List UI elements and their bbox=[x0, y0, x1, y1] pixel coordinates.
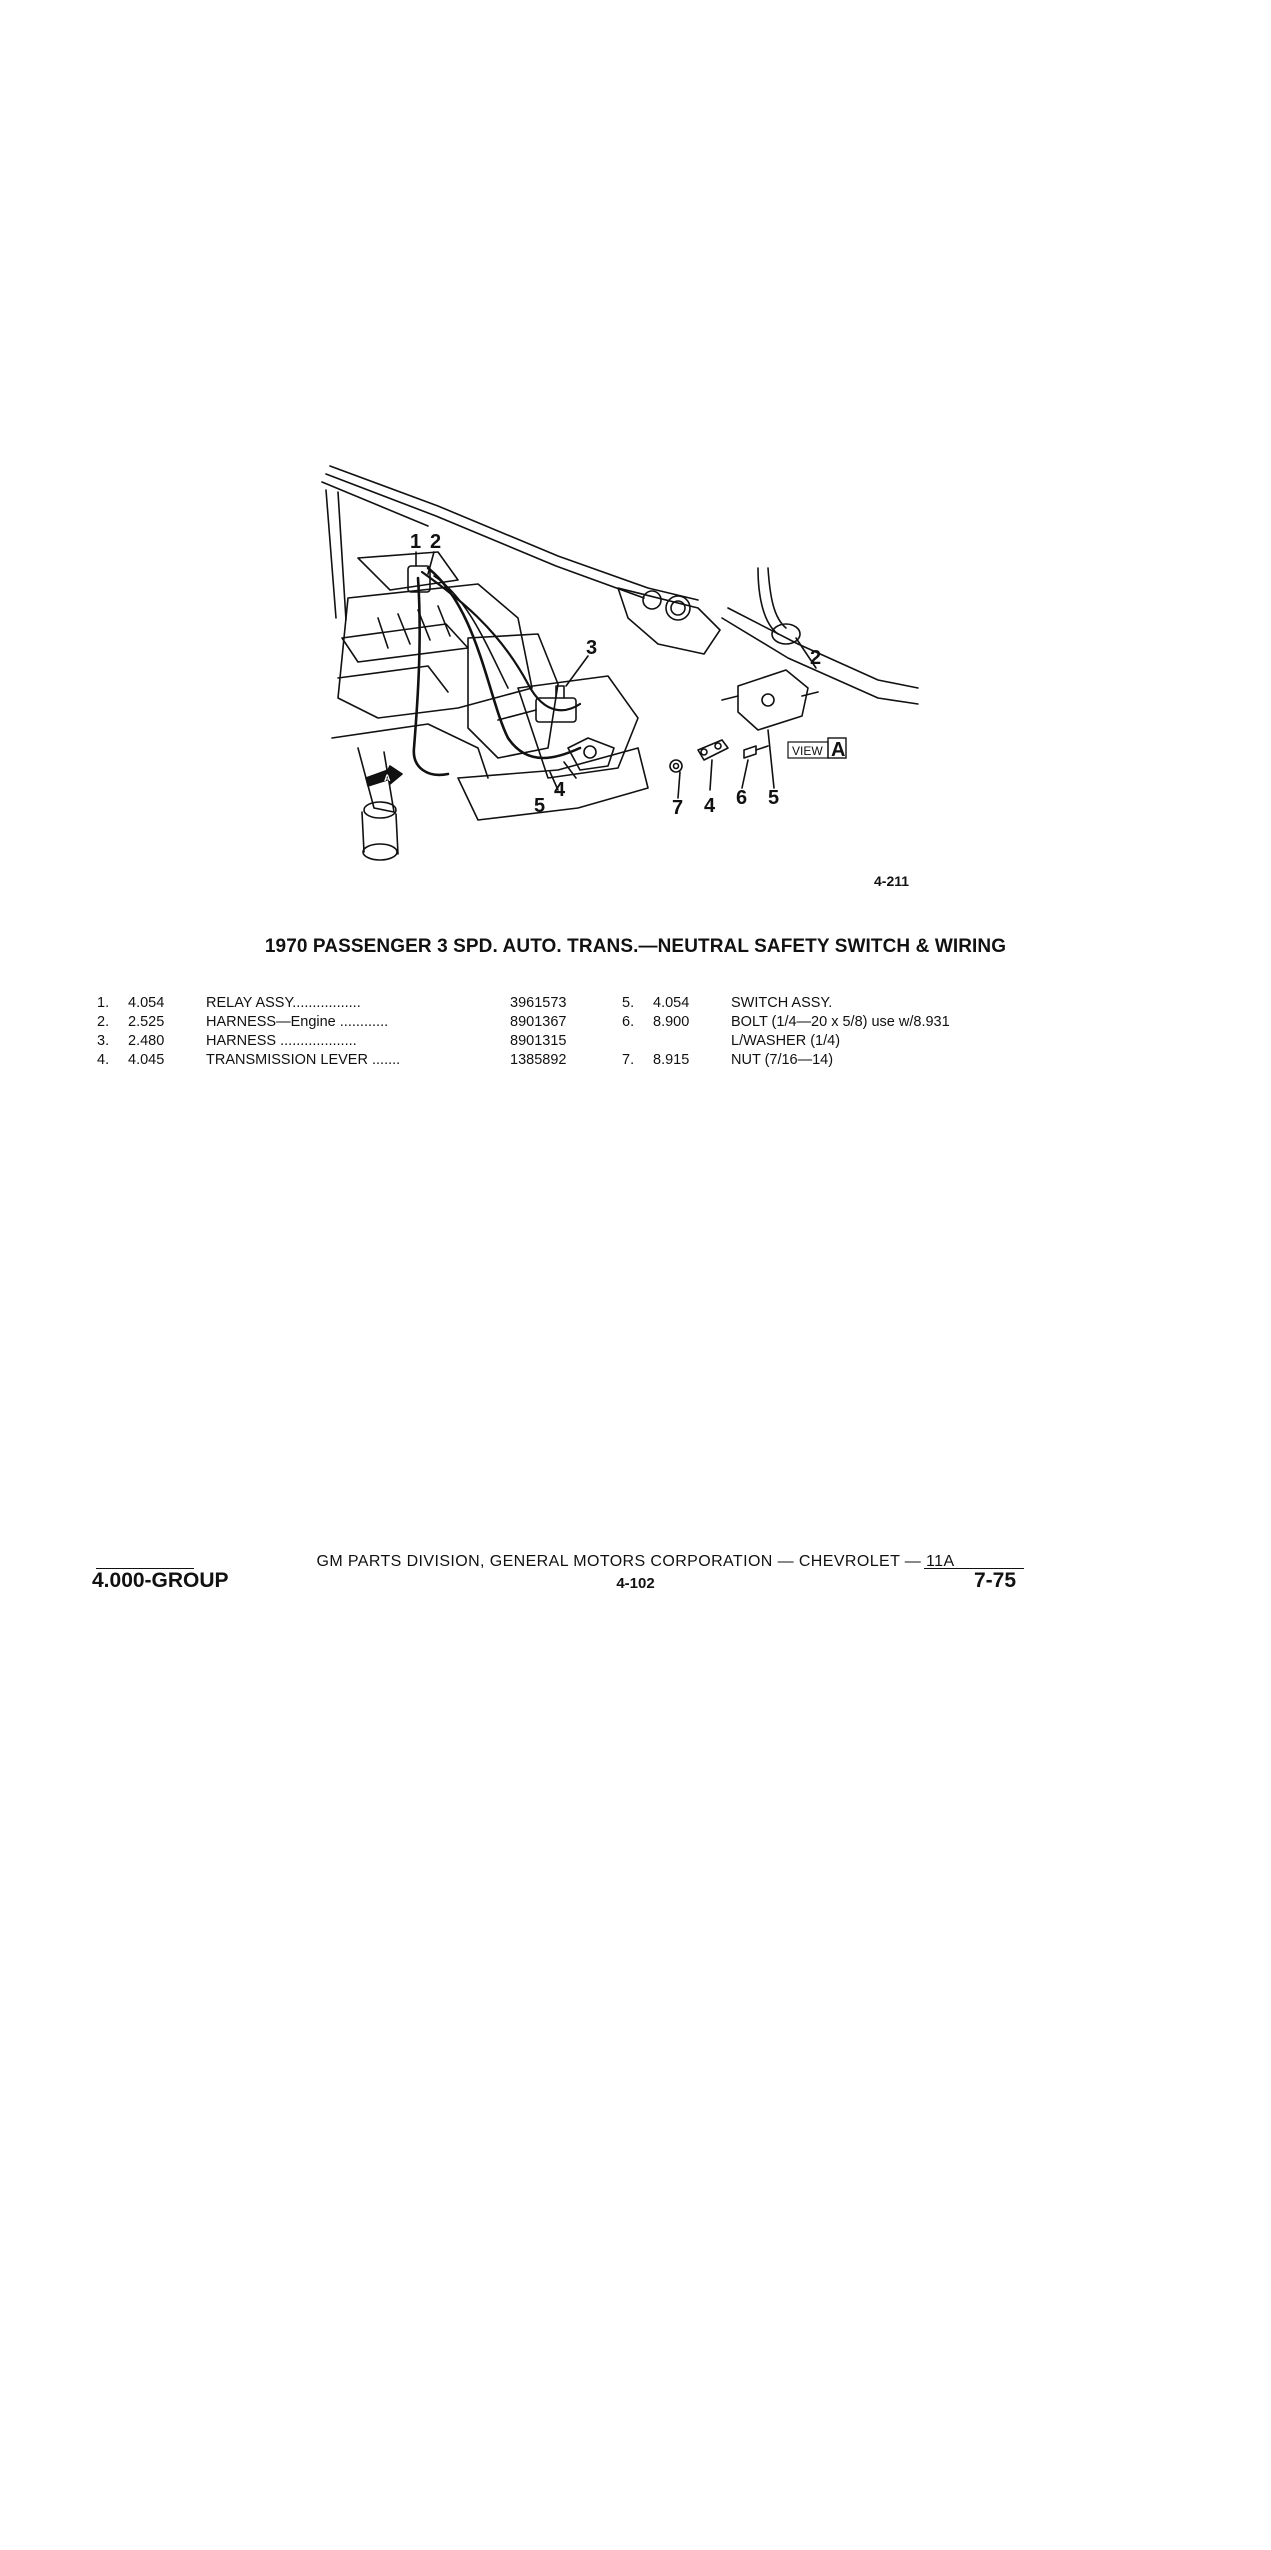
part-row: 6. 8.900 BOLT (1/4—20 x 5/8) use w/8.931 bbox=[622, 1013, 1031, 1032]
leader-5a bbox=[549, 771, 559, 791]
part-row: 4. 4.045 TRANSMISSION LEVER ....... 1385… bbox=[97, 1051, 590, 1070]
wire-grommet bbox=[771, 623, 801, 645]
callout-4-detail: 4 bbox=[704, 795, 716, 817]
leader-4a bbox=[563, 761, 577, 779]
group-number: 4.054 bbox=[653, 995, 690, 1011]
leader-2a bbox=[427, 551, 435, 575]
footer-division-text: GM PARTS DIVISION, GENERAL MOTORS CORPOR… bbox=[316, 1553, 955, 1570]
part-number: 8901315 bbox=[510, 1033, 567, 1049]
group-number: 8.900 bbox=[653, 1014, 690, 1030]
callout-4: 4 bbox=[554, 779, 566, 801]
leader-7 bbox=[677, 771, 681, 799]
part-row: 2. 2.525 HARNESS—Engine ............ 890… bbox=[97, 1013, 590, 1032]
grommet bbox=[665, 595, 691, 621]
view-a-label: VIEW A bbox=[787, 737, 847, 761]
group-number: 4.045 bbox=[128, 1052, 165, 1068]
leader-4b bbox=[709, 759, 713, 791]
part-description: SWITCH ASSY. bbox=[731, 995, 833, 1011]
part-number-index: 1. bbox=[97, 995, 110, 1011]
part-row: 7. 8.915 NUT (7/16—14) bbox=[622, 1051, 1031, 1070]
callout-6: 6 bbox=[736, 787, 747, 809]
parts-list-left: 1. 4.054 RELAY ASSY................. 396… bbox=[97, 994, 590, 1070]
part-description: TRANSMISSION LEVER ....... bbox=[206, 1052, 401, 1068]
leader-5b bbox=[767, 729, 775, 789]
part-number: 1385892 bbox=[510, 1052, 567, 1068]
group-number: 4.054 bbox=[128, 995, 165, 1011]
transmission-case bbox=[517, 675, 639, 779]
part-description: NUT (7/16—14) bbox=[731, 1052, 834, 1068]
part-number-index: 2. bbox=[97, 1014, 110, 1030]
bolt bbox=[743, 745, 757, 759]
part-description: L/WASHER (1/4) bbox=[731, 1033, 841, 1049]
footer-page-code: 4-102 bbox=[616, 1575, 655, 1592]
svg-text:A: A bbox=[831, 739, 845, 761]
part-row: 1. 4.054 RELAY ASSY................. 396… bbox=[97, 994, 590, 1013]
engine-harness bbox=[412, 576, 450, 777]
neutral-safety-switch-illustration: 1 2 3 2 4 5 7 4 6 5 VIEW A A 4-211 bbox=[321, 465, 919, 889]
footer-group: 4.000-GROUP bbox=[92, 1569, 229, 1592]
intake-manifold bbox=[357, 551, 459, 591]
dash-panel bbox=[617, 587, 721, 655]
figure-caption: 1970 PASSENGER 3 SPD. AUTO. TRANS.—NEUTR… bbox=[264, 936, 1007, 957]
part-row: 5. 4.054 SWITCH ASSY. bbox=[622, 994, 1031, 1013]
wiring-harness bbox=[426, 566, 582, 760]
exhaust-pipe bbox=[363, 801, 397, 819]
footer-rule-left bbox=[96, 1568, 194, 1569]
part-number: 3961573 bbox=[510, 995, 567, 1011]
view-arrow-letter: A bbox=[384, 773, 391, 783]
part-row: L/WASHER (1/4) bbox=[622, 1032, 1031, 1051]
footer-rule-right bbox=[924, 1568, 1024, 1569]
callout-2-detail: 2 bbox=[810, 647, 821, 669]
parts-list-right: 5. 4.054 SWITCH ASSY. 6. 8.900 BOLT (1/4… bbox=[622, 994, 1031, 1070]
part-number-index: 4. bbox=[97, 1052, 110, 1068]
view-a-arrow bbox=[365, 765, 403, 787]
steering-column bbox=[727, 607, 919, 689]
part-description: HARNESS ................... bbox=[206, 1033, 357, 1049]
transmission-lever-part bbox=[697, 739, 729, 761]
part-number-index: 7. bbox=[622, 1052, 635, 1068]
callout-2: 2 bbox=[430, 531, 441, 553]
cowl-outline bbox=[329, 465, 699, 601]
leader-2b bbox=[795, 637, 817, 669]
part-description: HARNESS—Engine ............ bbox=[206, 1014, 389, 1030]
part-number-index: 5. bbox=[622, 995, 635, 1011]
nut bbox=[669, 759, 683, 773]
part-number-index: 6. bbox=[622, 1014, 635, 1030]
figure-number: 4-211 bbox=[874, 873, 909, 889]
part-number: 8901367 bbox=[510, 1014, 567, 1030]
callout-1: 1 bbox=[410, 531, 421, 553]
group-number: 8.915 bbox=[653, 1052, 690, 1068]
leader-3 bbox=[565, 655, 589, 687]
part-row: 3. 2.480 HARNESS ................... 890… bbox=[97, 1032, 590, 1051]
engine-block bbox=[467, 633, 559, 759]
leader-6 bbox=[741, 759, 749, 789]
callout-5-detail: 5 bbox=[768, 787, 779, 809]
footer-page-number: 7-75 bbox=[974, 1569, 1017, 1592]
callout-3: 3 bbox=[586, 637, 597, 659]
part-number-index bbox=[622, 1032, 653, 1051]
neutral-safety-switch bbox=[737, 669, 809, 731]
part-description: BOLT (1/4—20 x 5/8) use w/8.931 bbox=[731, 1014, 950, 1030]
group-number bbox=[653, 1032, 731, 1051]
group-number: 2.480 bbox=[128, 1033, 165, 1049]
callout-7: 7 bbox=[672, 797, 683, 819]
part-description: RELAY ASSY................. bbox=[206, 995, 361, 1011]
part-number-index: 3. bbox=[97, 1033, 110, 1049]
group-number: 2.525 bbox=[128, 1014, 165, 1030]
callout-5: 5 bbox=[534, 795, 545, 817]
svg-text:VIEW: VIEW bbox=[792, 744, 823, 758]
